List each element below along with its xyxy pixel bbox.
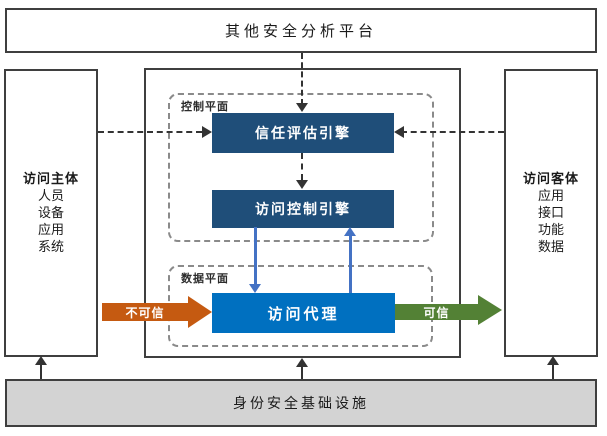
access-subject-box: 访问主体 人员 设备 应用 系统 <box>4 69 98 357</box>
arrowhead-down <box>296 180 308 189</box>
data-plane-label: 数据平面 <box>179 270 231 286</box>
solid-line <box>40 364 42 379</box>
access-object-item-applications: 应用 <box>537 188 564 204</box>
untrusted-flow-body: 不可信 <box>102 303 188 321</box>
trusted-flow-arrowhead <box>478 295 502 325</box>
trust-evaluation-engine-box: 信任评估引擎 <box>212 113 394 153</box>
arrowhead-up <box>344 227 356 236</box>
arrowhead-down <box>249 284 261 293</box>
identity-security-infrastructure-box: 身份安全基础设施 <box>5 379 597 427</box>
blue-line <box>349 235 352 293</box>
other-security-analytics-platform-label: 其他安全分析平台 <box>224 22 377 40</box>
access-object-item-data: 数据 <box>537 239 564 255</box>
solid-line <box>552 364 554 379</box>
dashed-line <box>401 131 504 133</box>
arrowhead-up <box>296 358 308 367</box>
dashed-line <box>301 153 303 180</box>
access-object-item-interfaces: 接口 <box>537 205 564 221</box>
blue-line <box>254 227 257 285</box>
access-proxy-box: 访问代理 <box>212 293 395 333</box>
arrowhead-right <box>202 126 212 138</box>
control-plane-label: 控制平面 <box>179 98 231 114</box>
untrusted-flow-label: 不可信 <box>125 305 165 320</box>
trust-evaluation-engine-label: 信任评估引擎 <box>255 126 351 142</box>
arrowhead-down <box>296 103 308 112</box>
trusted-flow-body: 可信 <box>395 304 478 320</box>
access-subject-item-personnel: 人员 <box>37 188 64 204</box>
trusted-flow-label: 可信 <box>423 305 450 320</box>
arrowhead-left <box>394 126 404 138</box>
access-subject-title: 访问主体 <box>22 171 79 187</box>
dashed-line <box>301 53 303 105</box>
access-subject-item-applications: 应用 <box>37 222 64 238</box>
untrusted-flow-arrowhead <box>188 296 212 328</box>
access-control-engine-label: 访问控制引擎 <box>255 202 351 218</box>
access-proxy-label: 访问代理 <box>267 304 340 323</box>
access-object-item-functions: 功能 <box>537 222 564 238</box>
access-subject-item-devices: 设备 <box>37 205 64 221</box>
dashed-line <box>98 131 202 133</box>
access-subject-item-systems: 系统 <box>37 239 64 255</box>
identity-security-infrastructure-label: 身份安全基础设施 <box>233 396 369 412</box>
access-control-engine-box: 访问控制引擎 <box>212 190 394 228</box>
solid-line <box>301 366 303 379</box>
access-object-box: 访问客体 应用 接口 功能 数据 <box>504 69 598 357</box>
other-security-analytics-platform-box: 其他安全分析平台 <box>5 8 597 53</box>
arrowhead-up <box>547 356 559 365</box>
arrowhead-up <box>35 356 47 365</box>
access-object-title: 访问客体 <box>522 171 579 187</box>
